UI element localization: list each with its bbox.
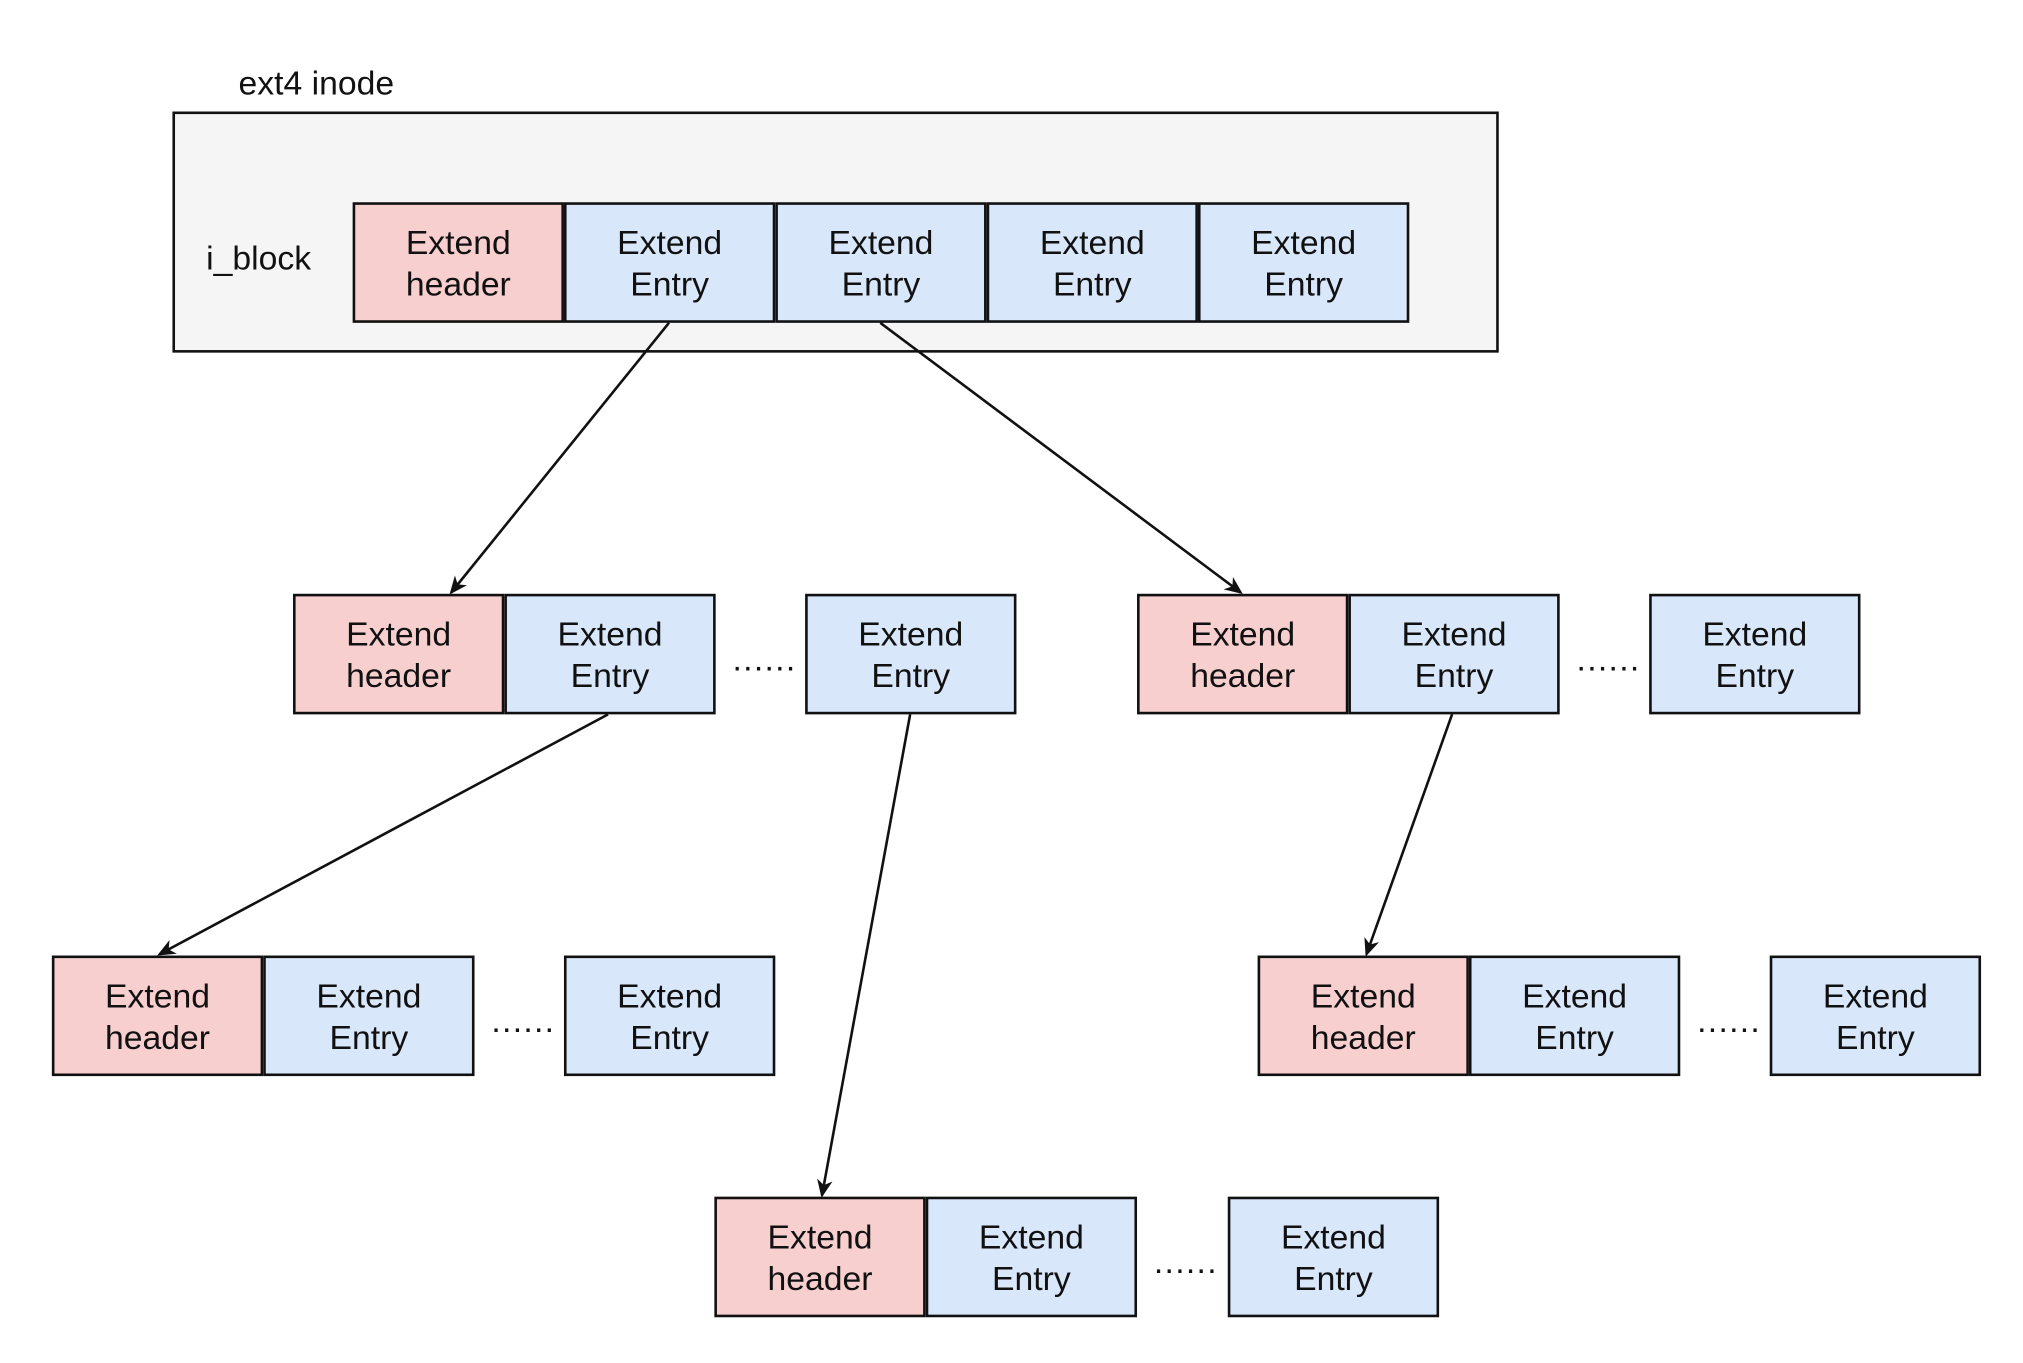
arrow-l1-right-entry1-to-l2-right xyxy=(1364,713,1454,957)
l1-left-ellipsis: ...... xyxy=(732,639,797,679)
arrow-l1-left-last-to-l3 xyxy=(817,714,912,1198)
l2-right-extent-header: Extend header xyxy=(1257,955,1469,1077)
l1-left-extent-entry-1: Extend Entry xyxy=(504,593,716,715)
l2-right-extent-entry-last: Extend Entry xyxy=(1769,955,1982,1077)
l2-left-extent-entry-last: Extend Entry xyxy=(563,955,776,1077)
l1-right-ellipsis: ...... xyxy=(1576,639,1641,679)
l1-right-extent-header: Extend header xyxy=(1137,593,1349,715)
l2-right-extent-entry-1: Extend Entry xyxy=(1468,955,1681,1077)
l3-extent-entry-last: Extend Entry xyxy=(1227,1196,1440,1318)
arrow-root-entry2-to-l1-right xyxy=(879,321,1243,595)
arrow-l1-left-entry1-to-l2-left xyxy=(157,713,609,956)
l1-left-extent-header: Extend header xyxy=(293,593,505,715)
l3-extent-header: Extend header xyxy=(714,1196,926,1318)
root-extent-entry-3: Extend Entry xyxy=(986,202,1198,323)
root-extent-entry-2: Extend Entry xyxy=(775,202,987,323)
l3-extent-entry-1: Extend Entry xyxy=(925,1196,1138,1318)
l2-left-extent-header: Extend header xyxy=(51,955,264,1077)
l1-right-extent-entry-last: Extend Entry xyxy=(1649,593,1861,715)
l2-left-extent-entry-1: Extend Entry xyxy=(263,955,475,1077)
l2-left-ellipsis: ...... xyxy=(491,1000,556,1040)
l1-left-extent-entry-last: Extend Entry xyxy=(805,593,1017,715)
root-extent-entry-4: Extend Entry xyxy=(1197,202,1410,323)
inode-title: ext4 inode xyxy=(238,63,395,103)
l2-right-ellipsis: ...... xyxy=(1697,1000,1762,1040)
l3-ellipsis: ...... xyxy=(1153,1242,1218,1281)
arrow-root-entry1-to-l1-left xyxy=(449,322,671,595)
root-extent-entry-1: Extend Entry xyxy=(563,202,776,323)
l1-right-extent-entry-1: Extend Entry xyxy=(1348,593,1560,715)
root-extent-header: Extend header xyxy=(352,202,564,323)
i-block-label: i_block xyxy=(206,238,312,278)
